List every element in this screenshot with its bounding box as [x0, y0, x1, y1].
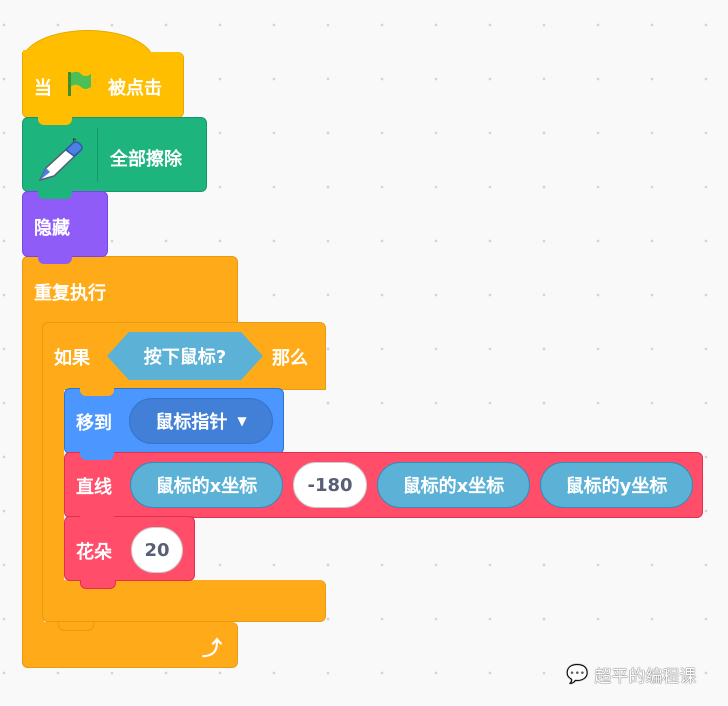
arg-text: 鼠标的x坐标	[155, 476, 258, 497]
hide-label: 隐藏	[34, 218, 70, 239]
loop-arrow-icon: ⤴	[202, 636, 222, 660]
line-arg-1[interactable]: 鼠标的x坐标	[130, 462, 283, 508]
arg-text: 鼠标的x坐标	[402, 476, 505, 497]
hat-label-when: 当	[34, 78, 52, 99]
goto-target-dropdown[interactable]: 鼠标指针 ▼	[129, 398, 273, 444]
line-arg-3[interactable]: 鼠标的x坐标	[377, 462, 530, 508]
flower-size-input[interactable]: 20	[131, 527, 183, 573]
mouse-down-condition[interactable]: 按下鼠标?	[107, 332, 263, 380]
green-flag-icon	[68, 71, 91, 96]
dropdown-arrow-icon: ▼	[237, 414, 247, 428]
line-arg-4[interactable]: 鼠标的y坐标	[540, 462, 693, 508]
arg-text: 20	[144, 539, 170, 561]
if-label: 如果	[54, 348, 90, 369]
wechat-icon: 💬	[566, 664, 589, 685]
dropdown-value: 鼠标指针	[155, 412, 228, 433]
then-label: 那么	[272, 348, 308, 369]
goto-label: 移到	[76, 413, 112, 434]
pen-icon	[38, 138, 83, 182]
arg-text: -180	[307, 474, 353, 496]
watermark-text: 超平的编程课	[594, 667, 697, 687]
flower-label: 花朵	[76, 542, 112, 563]
line-label: 直线	[76, 477, 112, 498]
line-arg-2-input[interactable]: -180	[293, 462, 367, 508]
forever-label: 重复执行	[34, 283, 106, 304]
condition-label: 按下鼠标?	[143, 347, 227, 368]
hat-label-clicked: 被点击	[108, 78, 162, 99]
arg-text: 鼠标的y坐标	[565, 476, 668, 497]
watermark: 💬 超平的编程课	[566, 662, 696, 687]
pen-clear-label: 全部擦除	[110, 149, 182, 170]
